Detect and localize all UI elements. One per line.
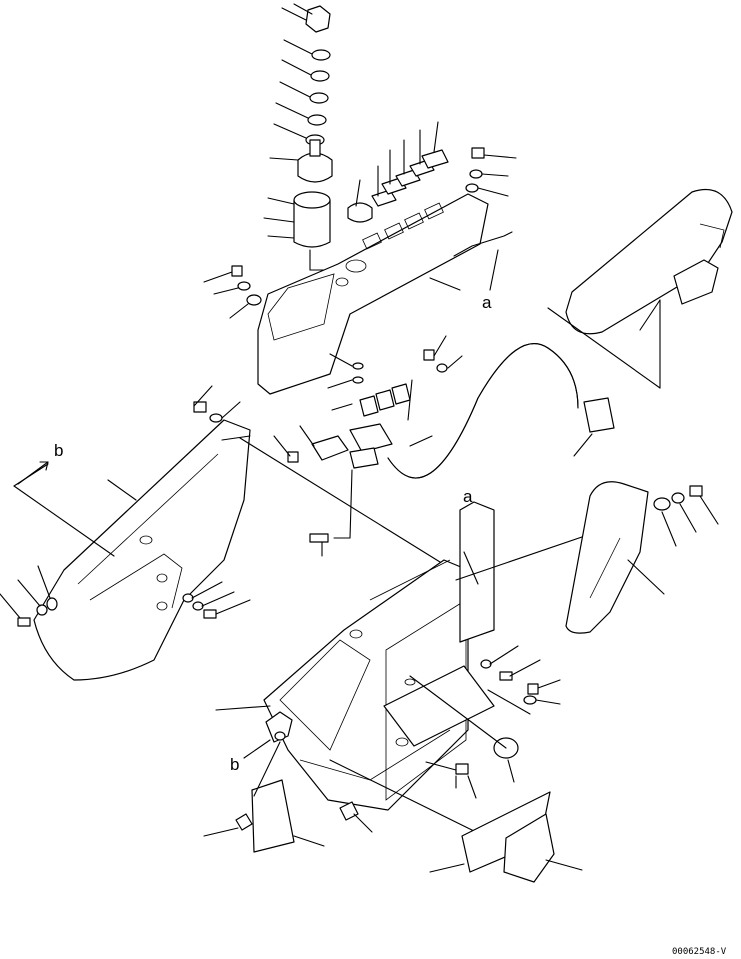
wire-harness [273, 335, 615, 557]
armrest-pad [547, 188, 733, 389]
right-side-cover [565, 481, 719, 634]
arrowhead-icon [39, 461, 49, 471]
console-top-panel [203, 193, 513, 395]
callout-b-bottom: b [230, 755, 239, 774]
callout-a-top: a [482, 293, 492, 312]
left-side-cover [0, 385, 251, 681]
bottom-parts [203, 741, 583, 883]
callout-b-left: b [54, 441, 63, 460]
main-frame [215, 437, 621, 835]
arrow-icon [17, 461, 49, 485]
switch-caps [347, 121, 517, 223]
top-knob-stack [263, 3, 337, 271]
drawing-code: 00062548-V [672, 947, 727, 957]
callout-a-mid: a [463, 487, 473, 506]
